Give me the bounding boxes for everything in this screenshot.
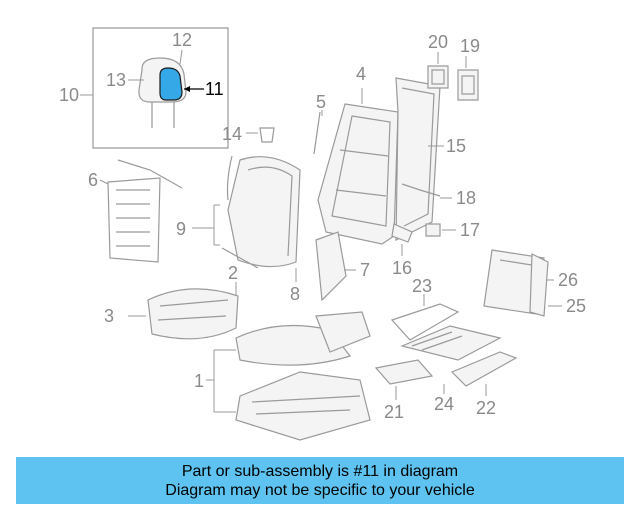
callout-4: 4 [356,64,366,84]
trim-22 [450,351,518,396]
guide-rod [313,110,323,155]
callout-23: 23 [412,276,432,296]
banner-line-2: Diagram may not be specific to your vehi… [165,481,475,499]
module-19 [457,56,479,101]
callout-21: 21 [384,402,404,422]
module-20 [427,52,449,89]
banner-line-1: Part or sub-assembly is #11 in diagram [181,462,459,480]
callout-24: 24 [434,394,454,414]
callout-19: 19 [460,36,480,56]
switch-16 [391,223,413,256]
callout-10: 10 [59,85,79,105]
callout-18: 18 [456,188,476,208]
seat-back-cushion [192,155,301,282]
headrest-inset [80,27,229,149]
heater-mat-24 [400,325,502,394]
trim-25 [529,253,562,317]
callout-14: 14 [222,124,242,144]
callout-5: 5 [316,92,326,112]
callout-20: 20 [428,32,448,52]
callout-2: 2 [228,263,238,283]
parts-diagram: 1 2 3 4 5 6 7 8 9 10 11 12 13 14 15 16 1… [59,27,586,441]
harness-23 [390,294,460,341]
recliner-7 [315,231,356,302]
info-banner: Part or sub-assembly is #11 in diagram D… [16,457,624,504]
callout-26: 26 [558,270,578,290]
seat-frame [206,311,371,441]
callout-9: 9 [176,219,186,239]
seat-back-spring-mat [99,159,183,263]
seat-back-frame [317,88,399,245]
callout-13: 13 [106,70,126,90]
bottom-cover-21 [374,359,434,400]
seat-back-panel [395,77,444,241]
callout-1: 1 [194,371,204,391]
callout-15: 15 [446,136,466,156]
callout-6: 6 [88,170,98,190]
callout-12: 12 [172,30,192,50]
callout-8: 8 [290,284,300,304]
clip [246,127,275,143]
connector-17 [425,223,456,237]
callout-16: 16 [392,258,412,278]
seat-cushion [128,282,239,340]
callout-11: 11 [205,79,224,99]
callout-22: 22 [476,398,496,418]
callout-25: 25 [566,296,586,316]
cable-18 [401,183,452,199]
headrest-foam-highlight[interactable] [159,67,183,101]
callout-7: 7 [360,260,370,280]
callout-3: 3 [104,306,114,326]
callout-17: 17 [460,220,480,240]
